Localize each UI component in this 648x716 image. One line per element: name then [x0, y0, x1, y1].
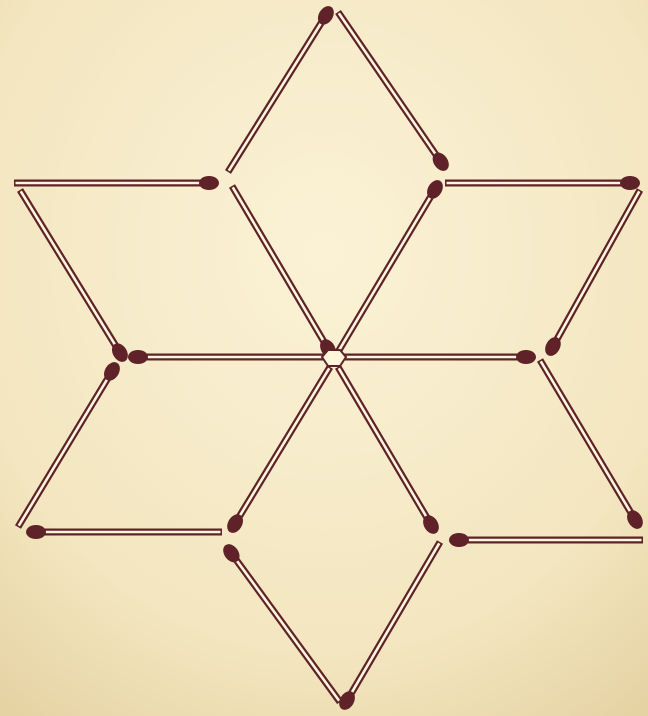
center-hub — [322, 350, 346, 366]
match-head — [449, 533, 469, 547]
match-head — [26, 525, 46, 539]
match-head — [620, 176, 640, 190]
match-head — [128, 350, 148, 364]
match-head — [199, 176, 219, 190]
match-head — [516, 350, 536, 364]
